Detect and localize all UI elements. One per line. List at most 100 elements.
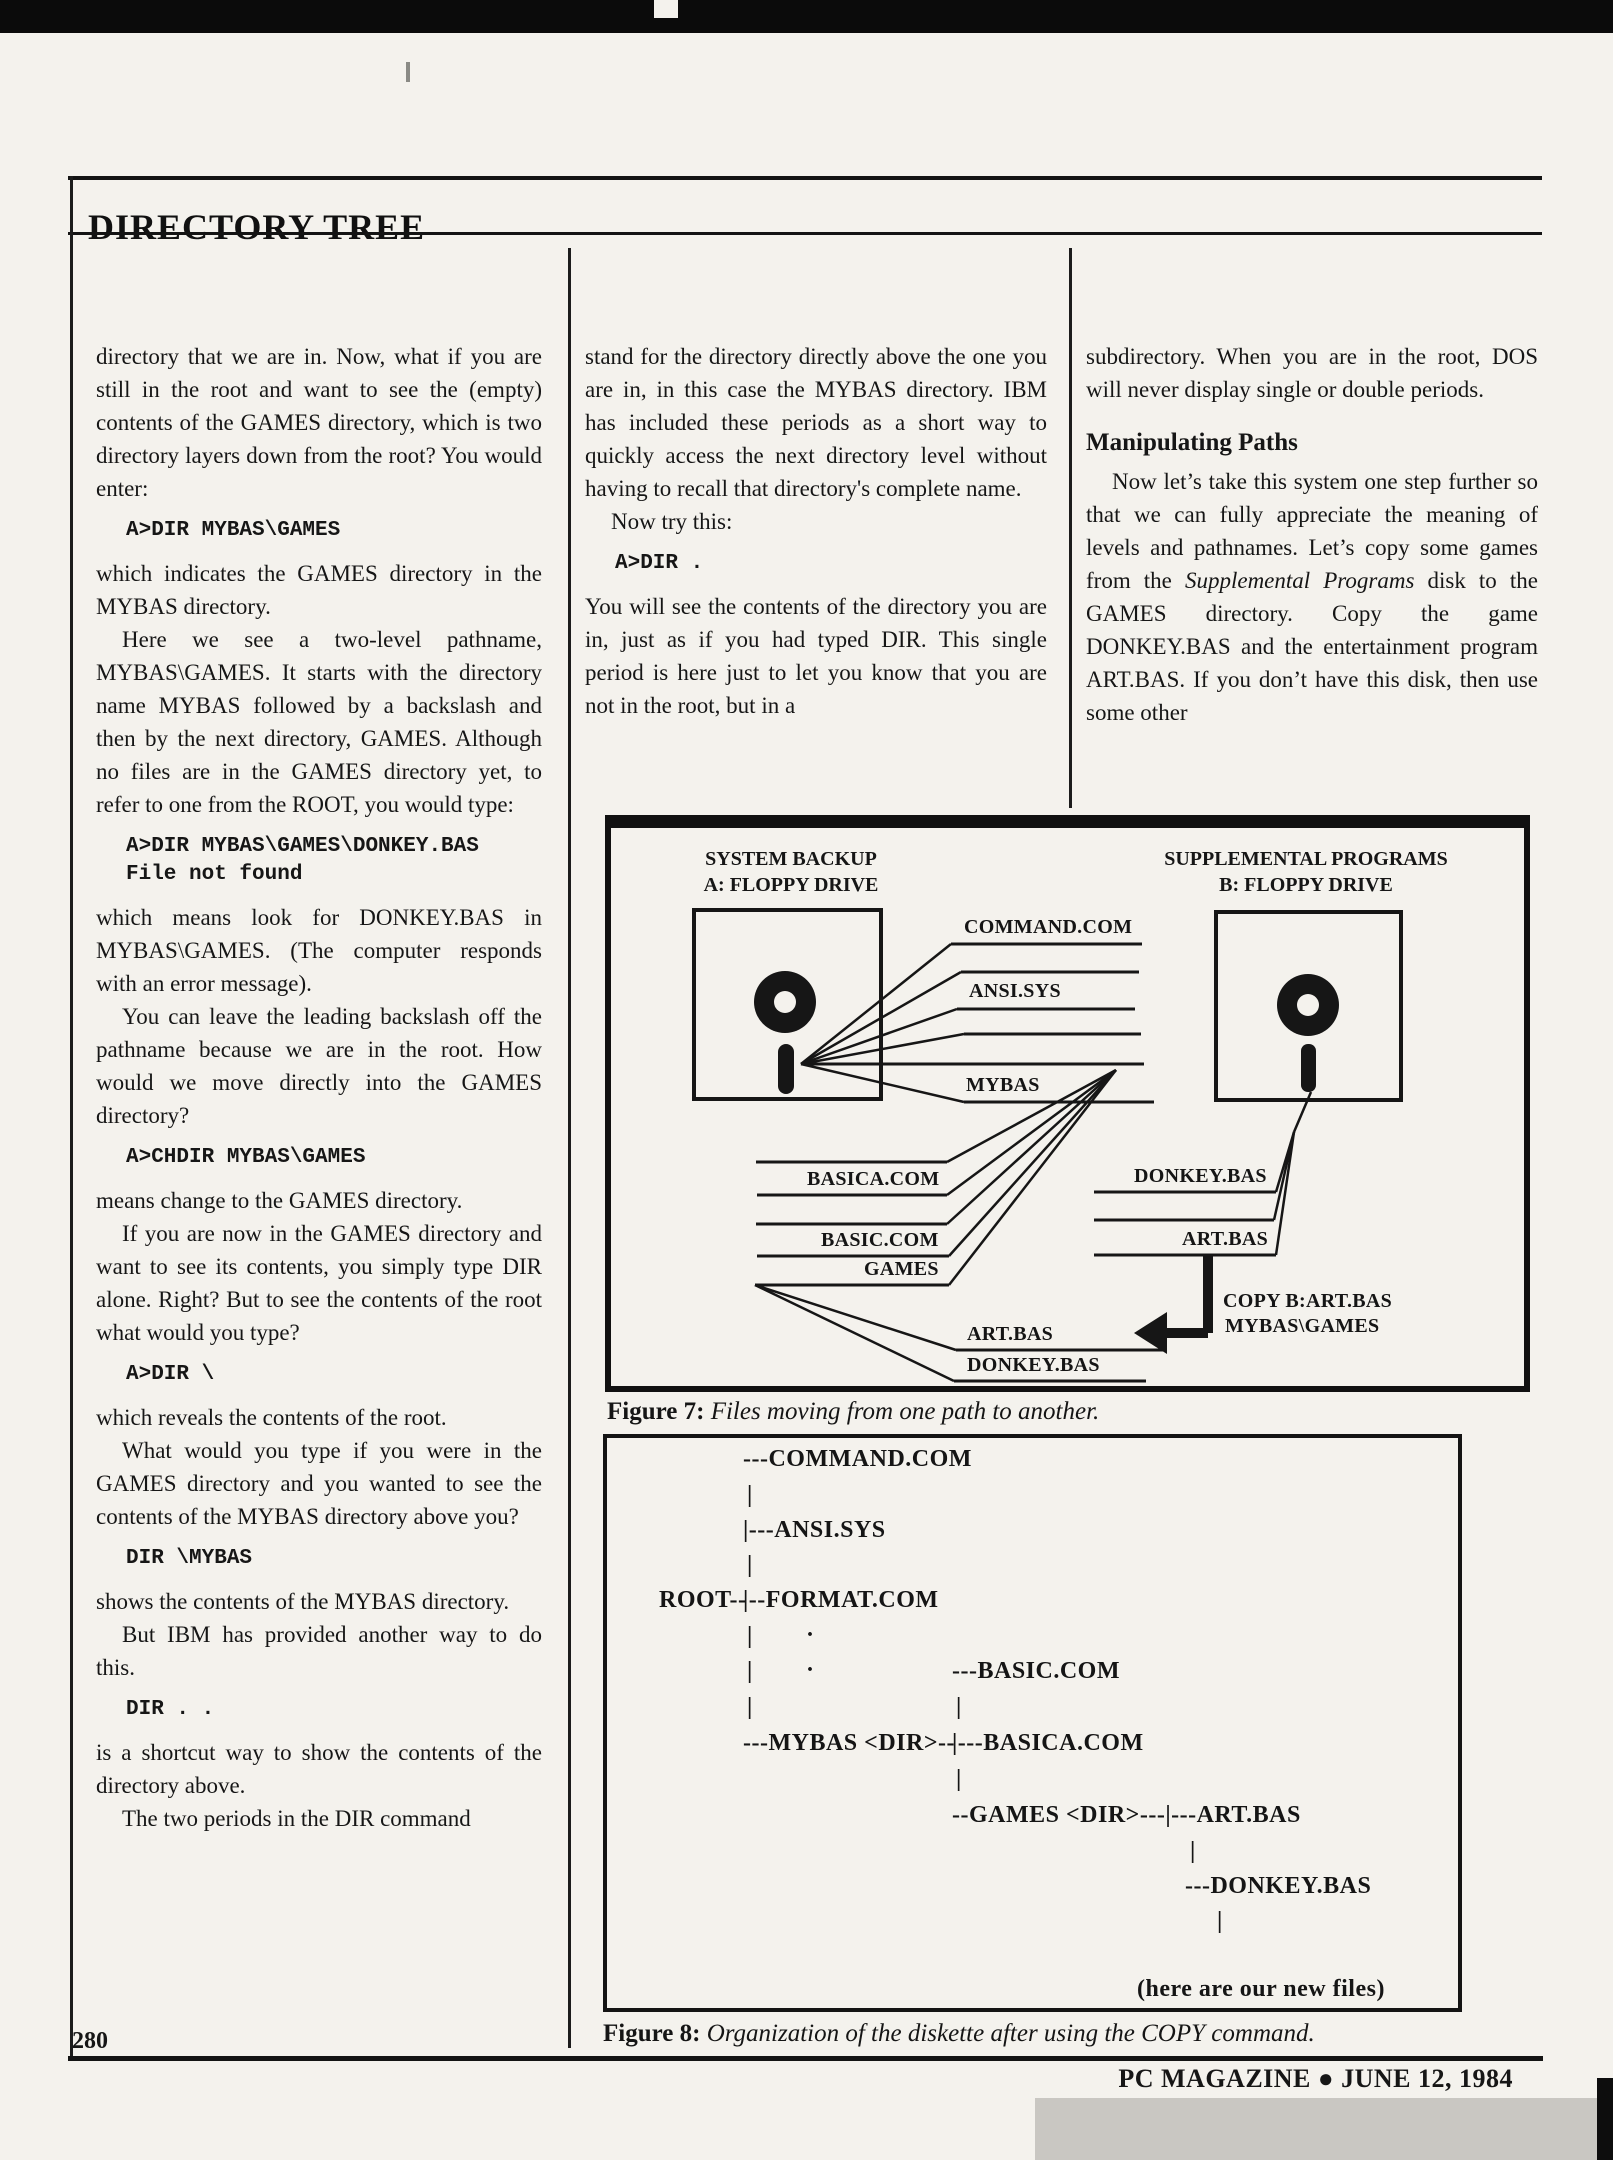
file-label-basica: BASICA.COM xyxy=(807,1168,940,1190)
figure-7-caption: Figure 7: Files moving from one path to … xyxy=(607,1398,1099,1426)
tree-bar: | xyxy=(747,1552,753,1578)
copy-command-line1: COPY B:ART.BAS xyxy=(1223,1290,1393,1312)
floppy-disk-b-icon xyxy=(1214,910,1403,1102)
figure-8-caption-text: Organization of the diskette after using… xyxy=(700,2020,1315,2047)
body-paragraph: stand for the directory directly above t… xyxy=(585,344,1047,501)
body-paragraph: which indicates the GAMES directory in t… xyxy=(96,561,542,619)
tree-line: |---ANSI.SYS xyxy=(743,1517,886,1543)
drive-a-title: SYSTEM BACKUP xyxy=(705,848,877,870)
italic-title-text: Supplemental Programs xyxy=(1184,568,1415,593)
body-paragraph: is a shortcut way to show the contents o… xyxy=(96,1740,542,1798)
file-label-art-b: ART.BAS xyxy=(1182,1228,1269,1250)
file-label-command: COMMAND.COM xyxy=(964,916,1133,938)
file-label-donkey-a: DONKEY.BAS xyxy=(967,1354,1100,1376)
header-rule-top xyxy=(68,176,1542,180)
body-paragraph: which reveals the contents of the root. xyxy=(96,1405,447,1430)
tree-bar: | xyxy=(956,1766,962,1792)
figure-7-caption-text: Files moving from one path to another. xyxy=(704,1398,1100,1425)
body-paragraph: But IBM has provided another way to do t… xyxy=(96,1622,542,1680)
dos-command: DIR \MYBAS xyxy=(126,1547,253,1570)
file-label-art-a: ART.BAS xyxy=(967,1323,1054,1345)
page-title: DIRECTORY TREE xyxy=(88,207,426,248)
tree-line: ---MYBAS <DIR>-- xyxy=(743,1730,955,1756)
dos-command: A>DIR \ xyxy=(126,1363,215,1386)
figure-8-diagram: ---COMMAND.COM | |---ANSI.SYS | ROOT-- |… xyxy=(603,1434,1462,2012)
column-2: stand for the directory directly above t… xyxy=(585,340,1047,810)
copy-arrow xyxy=(1163,1255,1213,1338)
column-divider-1 xyxy=(568,248,571,2048)
footer-rule xyxy=(68,2056,1543,2061)
file-label-mybas: MYBAS xyxy=(966,1074,1040,1096)
drive-b-label: SUPPLEMENTAL PROGRAMS B: FLOPPY DRIVE xyxy=(1156,846,1456,898)
body-text: disk to the GAMES directory. Copy the ga… xyxy=(1086,568,1538,725)
scan-top-bar-notch xyxy=(654,0,678,18)
tree-line: |--FORMAT.COM xyxy=(743,1587,939,1613)
dos-command: DIR . . xyxy=(126,1698,215,1721)
section-heading: Manipulating Paths xyxy=(1086,429,1298,456)
drive-b-title: SUPPLEMENTAL PROGRAMS xyxy=(1164,848,1448,870)
file-label-games: GAMES xyxy=(864,1258,939,1280)
drive-a-label: SYSTEM BACKUP A: FLOPPY DRIVE xyxy=(651,846,931,898)
scan-right-edge-black xyxy=(1597,2078,1613,2160)
dos-command: A>CHDIR MYBAS\GAMES xyxy=(126,1146,366,1169)
drive-b-subtitle: B: FLOPPY DRIVE xyxy=(1219,874,1393,896)
body-paragraph: shows the contents of the MYBAS director… xyxy=(96,1589,510,1614)
body-paragraph: Now let’s take this system one step furt… xyxy=(1086,465,1538,729)
dos-command: A>DIR . xyxy=(615,552,704,575)
column-3: subdirectory. When you are in the root, … xyxy=(1086,340,1538,810)
file-label-ansi: ANSI.SYS xyxy=(969,980,1061,1002)
figure-7-caption-label: Figure 7: xyxy=(607,1398,705,1425)
tree-line: --GAMES <DIR>---|---ART.BAS xyxy=(952,1802,1301,1828)
fan-lines-a xyxy=(754,943,1117,1383)
tree-bar: | xyxy=(747,1482,753,1508)
tree-note: (here are our new files) xyxy=(1137,1976,1385,2002)
column-divider-2 xyxy=(1069,248,1072,808)
figure-8-caption-label: Figure 8: xyxy=(603,2020,701,2047)
drive-a-subtitle: A: FLOPPY DRIVE xyxy=(703,874,879,896)
floppy-disk-a-icon xyxy=(692,908,883,1101)
tree-line: ---BASIC.COM xyxy=(952,1658,1120,1684)
tree-line: ---COMMAND.COM xyxy=(743,1446,972,1472)
body-paragraph: directory that we are in. Now, what if y… xyxy=(96,344,542,501)
body-paragraph: What would you type if you were in the G… xyxy=(96,1438,542,1529)
file-label-basic: BASIC.COM xyxy=(821,1229,939,1251)
body-text: Now let’s take this system one step furt… xyxy=(1086,469,1538,593)
tree-bar: | xyxy=(1217,1908,1223,1934)
copy-command-line2: MYBAS\GAMES xyxy=(1225,1315,1380,1337)
file-shelf-lines-b xyxy=(1094,1190,1276,1257)
tree-root-label: ROOT-- xyxy=(659,1587,747,1613)
tree-dot: . xyxy=(807,1616,814,1642)
magazine-footer: PC MAGAZINE ● JUNE 12, 1984 xyxy=(1118,2064,1513,2093)
file-shelf-lines-a xyxy=(755,942,1164,1383)
tree-bar: | xyxy=(747,1658,753,1684)
copy-arrowhead xyxy=(1134,1312,1167,1354)
scan-top-black-bar xyxy=(0,0,1613,33)
tree-bar: | xyxy=(747,1623,753,1649)
body-paragraph: If you are now in the GAMES directory an… xyxy=(96,1221,542,1345)
body-paragraph: Here we see a two-level pathname, MYBAS\… xyxy=(96,627,542,817)
body-paragraph: You can leave the leading backslash off … xyxy=(96,1004,542,1128)
file-label-donkey-b: DONKEY.BAS xyxy=(1134,1165,1267,1187)
body-paragraph: You will see the contents of the directo… xyxy=(585,594,1047,718)
fan-lines-b xyxy=(1272,1091,1313,1256)
tree-bar: | xyxy=(956,1694,962,1720)
body-paragraph: The two periods in the DIR command xyxy=(122,1806,471,1831)
tree-dot: . xyxy=(807,1651,814,1677)
tree-bar: | xyxy=(1190,1838,1196,1864)
left-border-rule xyxy=(70,176,73,2058)
header-rule-bottom xyxy=(68,232,1542,235)
figure-7-artwork xyxy=(692,908,1403,1383)
figure-7-diagram: SYSTEM BACKUP A: FLOPPY DRIVE SUPPLEMENT… xyxy=(605,815,1530,1392)
tree-line: |---BASICA.COM xyxy=(952,1730,1144,1756)
body-paragraph: Now try this: xyxy=(611,509,733,534)
scan-mark xyxy=(406,62,410,82)
dos-command: A>DIR MYBAS\GAMES xyxy=(126,519,341,542)
scan-bottom-right-shadow xyxy=(1035,2098,1613,2160)
figure-8-caption: Figure 8: Organization of the diskette a… xyxy=(603,2020,1315,2048)
page-number: 280 xyxy=(72,2028,108,2054)
tree-line: ---DONKEY.BAS xyxy=(1185,1873,1372,1899)
body-paragraph: means change to the GAMES directory. xyxy=(96,1188,463,1213)
tree-bar: | xyxy=(747,1694,753,1720)
